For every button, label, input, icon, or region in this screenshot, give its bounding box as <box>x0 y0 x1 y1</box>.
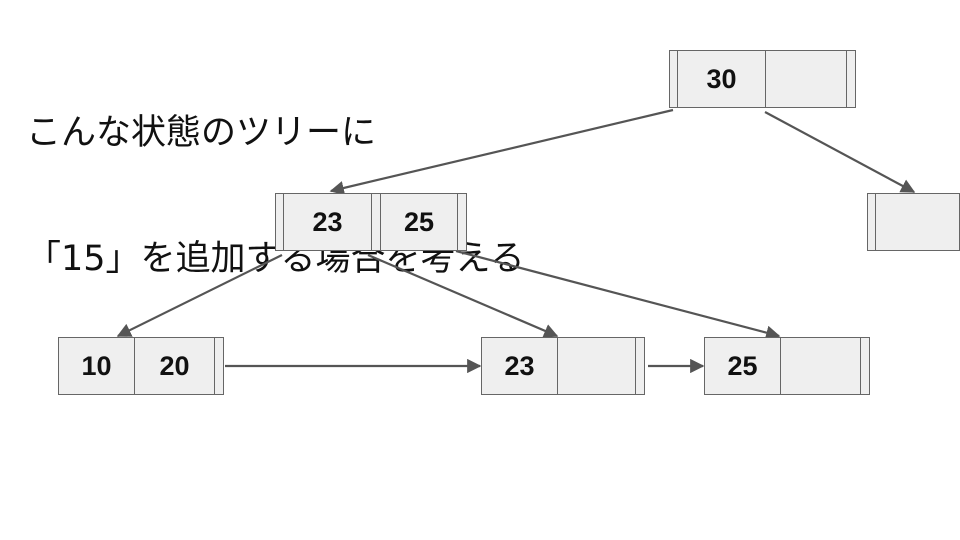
node-pointer-stripe <box>847 50 856 108</box>
node-key: 10 <box>58 337 135 395</box>
node-key: 23 <box>481 337 558 395</box>
node-key-empty <box>781 337 861 395</box>
node-key: 20 <box>135 337 215 395</box>
root-node: 30 <box>669 50 856 108</box>
node-key-empty <box>766 50 847 108</box>
node-key: 23 <box>284 193 372 251</box>
node-pointer-stripe <box>215 337 224 395</box>
node-pointer-stripe <box>867 193 876 251</box>
node-key-empty <box>558 337 636 395</box>
edge-internal-to-leaf1 <box>116 254 283 337</box>
leaf-node-3: 25 <box>704 337 870 395</box>
node-pointer-stripe <box>458 193 467 251</box>
title-line-1: こんな状態のツリーに <box>26 113 377 153</box>
leaf-node-2: 23 <box>481 337 645 395</box>
internal-node-left: 23 25 <box>275 193 467 251</box>
node-key-empty <box>876 193 960 251</box>
node-pointer-stripe <box>861 337 870 395</box>
edge-root-to-internal-right <box>764 111 916 193</box>
node-pointer-stripe <box>275 193 284 251</box>
edge-internal-to-leaf2 <box>367 253 559 338</box>
internal-node-right <box>867 193 960 251</box>
node-pointer-stripe <box>669 50 678 108</box>
node-pointer-stripe <box>372 193 381 251</box>
edge-internal-to-leaf3 <box>455 249 781 340</box>
node-key: 25 <box>704 337 781 395</box>
edge-root-to-internal-left <box>329 108 674 195</box>
node-key: 25 <box>381 193 458 251</box>
leaf-node-1: 10 20 <box>58 337 224 395</box>
node-key: 30 <box>678 50 766 108</box>
node-pointer-stripe <box>636 337 645 395</box>
